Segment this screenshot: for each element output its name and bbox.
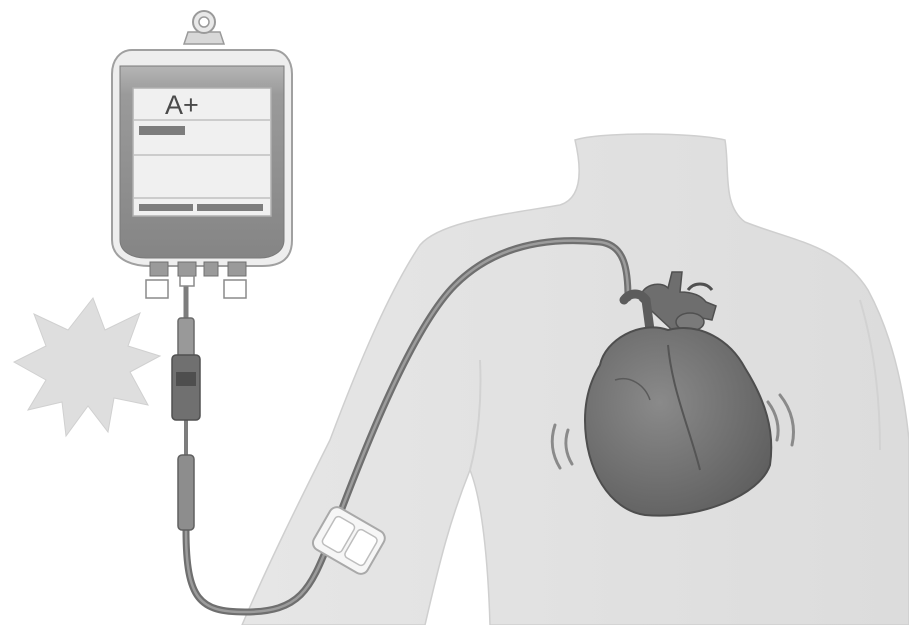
burst-icon xyxy=(14,298,160,436)
blood-type-label: A+ xyxy=(165,90,199,120)
blood-bag-icon: A+ xyxy=(112,11,292,298)
